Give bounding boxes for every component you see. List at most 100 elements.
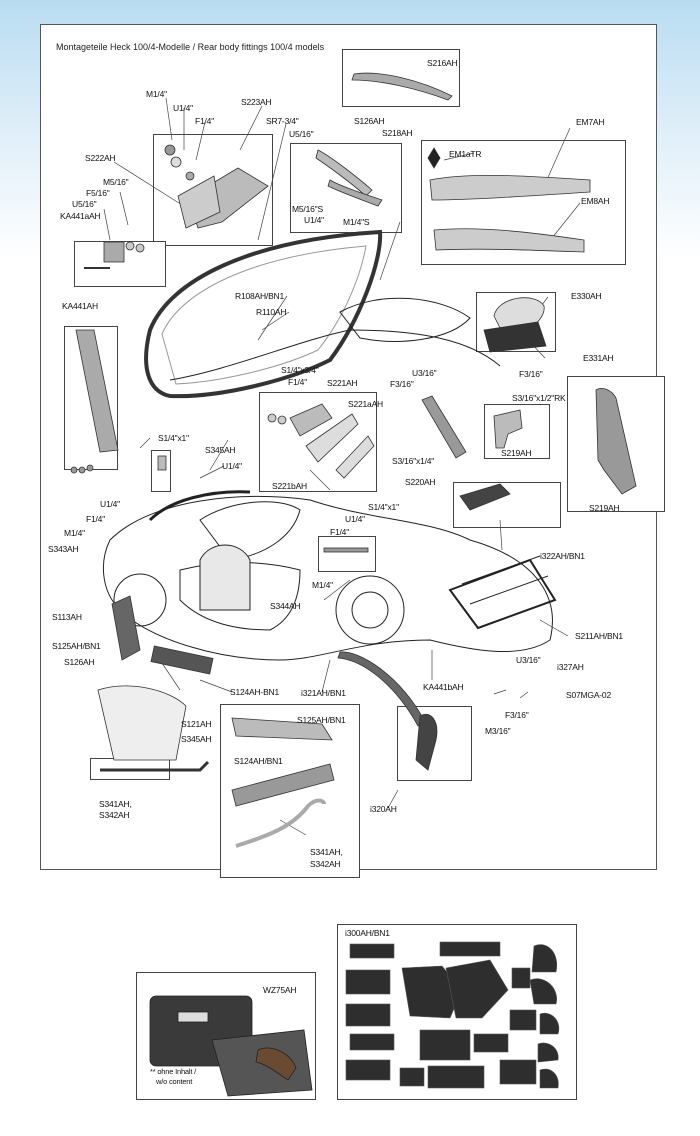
s121ah-part (97, 685, 187, 761)
rear-wheel-hub (351, 591, 389, 629)
label-f3-16-c: F3/16" (505, 710, 529, 720)
label-s221bah: S221bAH (272, 481, 307, 491)
inset-s124ah (231, 763, 335, 807)
label-f3-16-b: F3/16" (390, 379, 414, 389)
label-u3-16-a: U3/16" (412, 368, 437, 378)
label-f1-4-top: F1/4" (195, 116, 215, 126)
em7ah-emblem (429, 175, 591, 201)
label-s3-16x1-4: S3/16"x1/4" (392, 456, 435, 466)
label-ka441aah: KA441aAH (60, 211, 101, 221)
label-s222ah: S222AH (85, 153, 116, 163)
label-em7ah: EM7AH (576, 117, 605, 127)
label-s121ah: S121AH (181, 719, 212, 729)
tool-bag-note-line1: ** ohne Inhalt / (150, 1067, 197, 1076)
rear-wheel (335, 575, 405, 645)
label-s125ah-bn1: S125AH/BN1 (52, 641, 101, 651)
s126ah-part (111, 595, 141, 661)
label-s223ah: S223AH (241, 97, 272, 107)
car-windscreen (199, 501, 301, 561)
i320ah-strap (415, 714, 438, 771)
em8ah-emblem (433, 228, 585, 253)
label-s343ah: S343AH (48, 544, 79, 554)
boot-lid (339, 297, 471, 342)
ka441ah-part (75, 329, 119, 453)
label-ka441bah: KA441bAH (423, 682, 464, 692)
label-f5-16: F5/16" (86, 188, 110, 198)
label-r110ah: R110AH (256, 307, 287, 317)
label-f1-4-mid: F1/4" (288, 377, 308, 387)
carpet-set (345, 941, 560, 1089)
s216ah-part (351, 72, 453, 101)
car-body (102, 495, 553, 661)
label-m1-4-d: M1/4" (312, 580, 333, 590)
label-s345ah-b: S345AH (181, 734, 212, 744)
label-e331ah: E331AH (583, 353, 614, 363)
sidescreen (148, 490, 251, 522)
label-i322ah: i322AH/BN1 (540, 551, 585, 561)
label-u3-16-b: U3/16" (516, 655, 541, 665)
label-inset-s125ah: S125AH/BN1 (297, 715, 346, 725)
label-s3-16-rk: S3/16"x1/2"RK (512, 393, 566, 403)
label-i321ah: i321AH/BN1 (301, 688, 346, 698)
label-u1-4-d: U1/4" (345, 514, 365, 524)
label-s1-4x1-b: S1/4"x1" (368, 502, 399, 512)
label-m5-16s: M5/16"S (292, 204, 323, 214)
s345ah-part (157, 455, 167, 471)
i322ah-part (459, 483, 511, 511)
seat (199, 544, 251, 611)
label-u1-4-top: U1/4" (173, 103, 193, 113)
label-u1-4-left: U1/4" (100, 499, 120, 509)
label-s124ah-bn1: S124AH-BN1 (230, 687, 280, 697)
label-s1-4x1-a: S1/4"x1" (158, 433, 189, 443)
label-s126ah-top: S126AH (354, 116, 385, 126)
inset-s341ah (235, 798, 326, 848)
label-s1-4x3-4: S1/4"x3/4" (281, 365, 319, 375)
label-e330ah: E330AH (571, 291, 602, 301)
label-s113ah: S113AH (52, 612, 82, 622)
label-em8ah: EM8AH (581, 196, 610, 206)
tool-bag-code: WZ75AH (263, 985, 297, 995)
label-u1-4-mid: U1/4" (304, 215, 324, 225)
label-ka441ah: KA441AH (62, 301, 98, 311)
front-wheel (113, 573, 167, 627)
inset-s125ah (231, 717, 333, 741)
label-f3-16-a: F3/16" (519, 369, 543, 379)
s219ah-large-part (595, 388, 637, 495)
label-sr7: SR7-3/4" (266, 116, 299, 126)
s219ah-small-part (493, 409, 523, 449)
label-inset-s341ah: S341AH, (310, 847, 343, 857)
label-u1-4-c: U1/4" (222, 461, 242, 471)
label-inset-s124ah: S124AH/BN1 (234, 756, 283, 766)
label-u5-16: U5/16" (72, 199, 97, 209)
label-m1-4-left: M1/4" (64, 528, 85, 538)
rear-body (169, 329, 501, 381)
em1atr-emblem (427, 147, 441, 169)
label-r108ah: R108AH/BN1 (235, 291, 285, 301)
carpet-set-code: i300AH/BN1 (345, 928, 390, 938)
label-s219ah-a: S219AH (501, 448, 532, 458)
tool-bag-note-line2: w/o content (156, 1077, 193, 1086)
label-s345ah-a: S345AH (205, 445, 236, 455)
label-s218ah: S218AH (382, 128, 413, 138)
label-s126ah: S126AH (64, 657, 95, 667)
label-s221ah: S221AH (327, 378, 358, 388)
label-s211ah: S211AH/BN1 (575, 631, 623, 641)
label-inset-s342ah: S342AH (310, 859, 341, 869)
label-s07mga: S07MGA-02 (566, 690, 611, 700)
label-m5-16: M5/16" (103, 177, 129, 187)
bolt-s1-4x1 (323, 547, 369, 553)
box-bolt-s1-4x1 (318, 536, 376, 572)
label-s219ah-b: S219AH (589, 503, 620, 513)
tool-bag (149, 995, 313, 1097)
windscreen-frame (144, 229, 383, 399)
label-i320ah: i320AH (370, 804, 397, 814)
label-f1-4-left: F1/4" (86, 514, 106, 524)
label-m1-4-top: M1/4" (146, 89, 167, 99)
s220ah-part (421, 395, 467, 459)
label-i327ah: i327AH (557, 662, 584, 672)
s218ah-part (315, 149, 373, 197)
label-em1atr: EM1aTR (449, 149, 482, 159)
label-m3-16: M3/16" (485, 726, 511, 736)
s124ah-part (150, 645, 214, 675)
